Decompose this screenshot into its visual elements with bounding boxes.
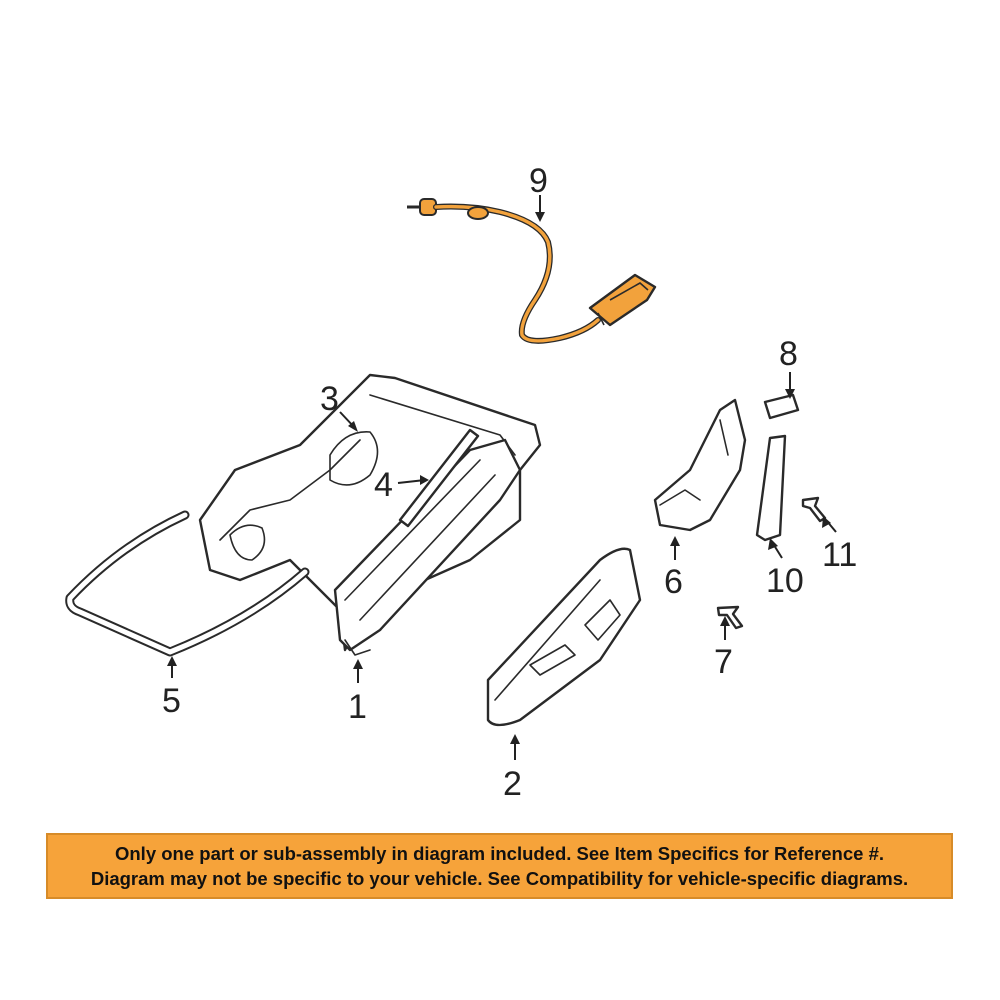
part-2-side-shield[interactable] bbox=[486, 547, 642, 727]
part-7-screw[interactable] bbox=[716, 605, 744, 630]
leader-lines bbox=[167, 195, 837, 760]
callout-9: 9 bbox=[529, 162, 548, 200]
callout-5: 5 bbox=[162, 682, 181, 720]
callout-7: 7 bbox=[714, 643, 733, 681]
part-8-clip[interactable] bbox=[763, 393, 800, 420]
part-5-wire[interactable] bbox=[65, 510, 310, 657]
callout-1: 1 bbox=[348, 688, 367, 726]
callout-6: 6 bbox=[664, 563, 683, 601]
part-11-pin[interactable] bbox=[801, 496, 827, 523]
disclaimer-banner: Only one part or sub-assembly in diagram… bbox=[46, 833, 953, 899]
callout-8: 8 bbox=[779, 335, 798, 373]
disclaimer-line-1: Only one part or sub-assembly in diagram… bbox=[114, 843, 884, 864]
part-4-rod[interactable] bbox=[398, 428, 480, 528]
part-9-cable[interactable] bbox=[407, 198, 657, 344]
callout-2: 2 bbox=[503, 765, 522, 803]
disclaimer-line-2: Diagram may not be specific to your vehi… bbox=[90, 868, 909, 889]
part-6-bracket[interactable] bbox=[653, 398, 747, 532]
callout-11: 11 bbox=[822, 536, 857, 574]
callout-4: 4 bbox=[374, 466, 393, 504]
callout-3: 3 bbox=[320, 380, 339, 418]
part-10-strip[interactable] bbox=[755, 434, 787, 542]
callout-10: 10 bbox=[766, 562, 804, 600]
part-1-seat-track[interactable] bbox=[333, 438, 522, 656]
